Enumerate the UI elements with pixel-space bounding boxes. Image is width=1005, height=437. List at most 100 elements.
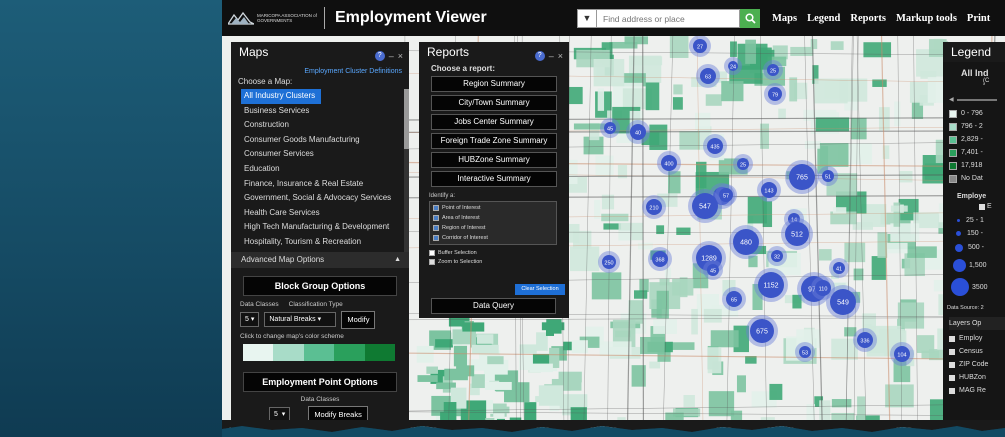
employment-cluster-marker[interactable]: 40	[626, 120, 650, 144]
employment-cluster-marker[interactable]: 512	[781, 218, 813, 250]
cluster-count: 63	[705, 75, 711, 81]
employment-cluster-marker[interactable]: 24	[724, 57, 742, 75]
map-item-consumer-goods[interactable]: Consumer Goods Manufacturing	[244, 134, 360, 144]
employment-cluster-marker[interactable]: 549	[826, 285, 860, 319]
employment-cluster-marker[interactable]: 368	[648, 247, 672, 271]
search-button[interactable]	[740, 9, 760, 28]
help-icon[interactable]: ?	[374, 51, 385, 61]
employment-cluster-marker[interactable]: 53	[795, 342, 815, 362]
block-group-area	[593, 58, 625, 87]
employment-cluster-marker[interactable]: 104	[890, 342, 914, 366]
block-group-area	[665, 412, 684, 423]
cluster-definitions-link[interactable]: Employment Cluster Definitions	[304, 68, 402, 75]
color-scheme-swatches[interactable]	[243, 343, 396, 361]
advanced-map-options-toggle[interactable]: Advanced Map Options ▲	[231, 251, 409, 268]
layer-hubzone[interactable]: HUBZon	[949, 371, 1005, 384]
block-group-area	[935, 139, 944, 164]
torn-edge-decoration	[222, 420, 1005, 437]
region-summary-button[interactable]: Region Summary	[431, 76, 557, 92]
employment-cluster-marker[interactable]: 45	[600, 118, 620, 138]
employment-cluster-marker[interactable]: 675	[746, 315, 778, 347]
legend-class-6: No Dat	[961, 175, 983, 182]
identify-region[interactable]: Region of Interest	[433, 223, 553, 233]
employment-cluster-marker[interactable]: 65	[722, 287, 746, 311]
block-group-area	[810, 39, 818, 50]
employment-cluster-marker[interactable]: 79	[764, 83, 786, 105]
nav-reports[interactable]: Reports	[850, 13, 886, 24]
employment-cluster-marker[interactable]: 1152	[754, 268, 788, 302]
employment-cluster-marker[interactable]: 57	[715, 184, 737, 206]
layer-census[interactable]: Census	[949, 345, 1005, 358]
employment-cluster-marker[interactable]: 765	[785, 160, 819, 194]
jobs-center-summary-button[interactable]: Jobs Center Summary	[431, 114, 557, 130]
map-item-education[interactable]: Education	[244, 163, 280, 173]
employment-cluster-marker[interactable]: 143	[757, 178, 781, 202]
employment-cluster-marker[interactable]: 32	[767, 246, 787, 266]
employment-cluster-marker[interactable]: 25	[763, 60, 783, 80]
map-item-health-care[interactable]: Health Care Services	[244, 207, 320, 217]
employment-cluster-marker[interactable]: 435	[703, 134, 727, 158]
buffer-selection-checkbox[interactable]: Buffer Selection	[429, 248, 569, 257]
map-item-finance[interactable]: Finance, Insurance & Real Estate	[244, 178, 364, 188]
employment-cluster-marker[interactable]: 41	[829, 258, 849, 278]
block-group-area	[639, 279, 649, 292]
employment-cluster-marker[interactable]: 250	[598, 251, 620, 273]
employment-cluster-marker[interactable]: 480	[729, 225, 763, 259]
layer-mag[interactable]: MAG Re	[949, 384, 1005, 397]
cluster-count: 765	[796, 175, 808, 182]
nav-print[interactable]: Print	[966, 13, 991, 24]
layer-employment[interactable]: Employ	[949, 332, 1005, 345]
nav-markup-tools[interactable]: Markup tools	[895, 13, 957, 24]
employment-cluster-marker[interactable]: 210	[642, 195, 666, 219]
map-item-government[interactable]: Government, Social & Advocacy Services	[244, 193, 392, 203]
map-item-hospitality[interactable]: Hospitality, Tourism & Recreation	[244, 236, 362, 246]
block-group-area	[466, 359, 487, 371]
close-icon[interactable]: ×	[397, 51, 403, 61]
data-query-button[interactable]: Data Query	[431, 298, 556, 314]
foreign-trade-zone-summary-button[interactable]: Foreign Trade Zone Summary	[431, 133, 557, 149]
map-canvas[interactable]: 2763252479404543540025765591435121054757…	[222, 36, 1005, 428]
employment-cluster-marker[interactable]: 63	[696, 64, 720, 88]
layers-options-heading[interactable]: Layers Op	[949, 317, 1005, 330]
map-item-construction[interactable]: Construction	[244, 120, 289, 130]
hubzone-summary-button[interactable]: HUBZone Summary	[431, 152, 557, 168]
search-input[interactable]	[597, 9, 740, 28]
identify-corridor[interactable]: Corridor of Interest	[433, 233, 553, 243]
layer-zip[interactable]: ZIP Code	[949, 358, 1005, 371]
employment-cluster-marker[interactable]: 110	[811, 276, 835, 300]
nav-maps[interactable]: Maps	[772, 13, 798, 24]
map-item-all-industry-clusters[interactable]: All Industry Clusters	[241, 89, 321, 104]
employment-cluster-marker[interactable]: 400	[657, 151, 681, 175]
map-item-consumer-services[interactable]: Consumer Services	[244, 149, 314, 159]
block-group-area	[691, 308, 698, 335]
legend-opacity-slider[interactable]: ◀	[949, 96, 1005, 103]
map-item-business-services[interactable]: Business Services	[244, 105, 310, 115]
employment-cluster-marker[interactable]: 547	[688, 189, 722, 223]
map-list-scrollbar[interactable]	[404, 89, 409, 259]
block-data-classes-select[interactable]: 5 ▾	[240, 312, 260, 328]
close-icon[interactable]: ×	[557, 51, 563, 61]
identify-area[interactable]: Area of Interest	[433, 213, 553, 223]
block-group-area	[894, 101, 901, 127]
employment-cluster-marker[interactable]: 45	[703, 260, 723, 280]
identify-point[interactable]: Point of Interest	[433, 203, 553, 213]
search-source-dropdown[interactable]: ▼	[577, 9, 597, 28]
clear-selection-button[interactable]: Clear Selection	[515, 284, 565, 295]
map-item-high-tech[interactable]: High Tech Manufacturing & Development	[244, 222, 390, 232]
classification-type-select[interactable]: Natural Breaks ▾	[264, 312, 337, 328]
cluster-count: 974	[808, 287, 820, 294]
interactive-summary-button[interactable]: Interactive Summary	[431, 171, 557, 187]
legend-class-list: 0 - 796 796 - 2 2,829 - 7,401 - 17,918 N…	[943, 107, 1005, 185]
nav-legend[interactable]: Legend	[807, 13, 841, 24]
city-town-summary-button[interactable]: City/Town Summary	[431, 95, 557, 111]
employment-cluster-marker[interactable]: 51	[818, 166, 838, 186]
employment-layer-checkbox[interactable]: E	[979, 203, 1005, 210]
employment-cluster-marker[interactable]: 25	[733, 154, 753, 174]
minimize-icon[interactable]: –	[388, 51, 394, 61]
help-icon[interactable]: ?	[534, 51, 545, 61]
minimize-icon[interactable]: –	[548, 51, 554, 61]
modify-button[interactable]: Modify	[341, 310, 376, 329]
zoom-to-selection-checkbox[interactable]: Zoom to Selection	[429, 257, 569, 266]
employment-cluster-marker[interactable]: 336	[853, 328, 877, 352]
employment-cluster-marker[interactable]: 27	[689, 36, 711, 57]
